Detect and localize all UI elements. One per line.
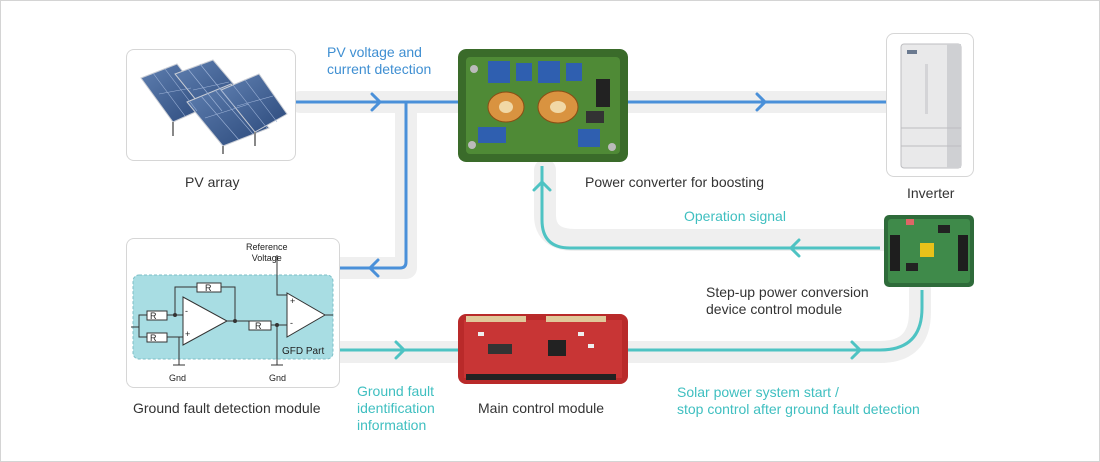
arrow-right-icon xyxy=(370,92,383,112)
track-left-vertical xyxy=(329,91,417,279)
opamp-minus-label: - xyxy=(185,306,188,316)
track-loop xyxy=(534,159,911,251)
ground-fault-label: Ground fault detection module xyxy=(133,400,321,416)
main-control-board-icon xyxy=(458,314,628,384)
power-converter-label: Power converter for boosting xyxy=(585,174,764,190)
teal-lines xyxy=(338,166,924,352)
teal-line-main-to-stepup xyxy=(628,290,924,352)
stepup-control-board xyxy=(882,213,976,289)
arrow-left-icon xyxy=(367,258,380,278)
gnd-label: Gnd xyxy=(269,373,287,383)
opamp-plus-label: + xyxy=(290,296,296,306)
power-converter-card xyxy=(458,49,628,162)
blue-line-detection-branch xyxy=(340,102,408,270)
ground-fault-info-label: Ground fault identification information xyxy=(357,383,435,433)
opamp-2-shape xyxy=(286,292,326,338)
arrow-left-icon xyxy=(788,238,801,258)
blue-lines xyxy=(296,100,886,270)
solar-start-stop-label: Solar power system start / stop control … xyxy=(677,384,920,417)
arrow-right-icon xyxy=(394,340,407,360)
pv-detection-label: PV voltage and current detection xyxy=(327,44,432,77)
arrow-up-icon xyxy=(532,179,552,192)
reference-voltage-label: Reference Voltage xyxy=(246,242,288,263)
resistor-label: R xyxy=(150,333,157,343)
teal-line-operation-signal xyxy=(540,166,880,250)
main-control-label: Main control module xyxy=(478,400,605,416)
opamp-plus-label: + xyxy=(185,329,191,339)
arrow-right-icon xyxy=(850,340,863,360)
inverter-label: Inverter xyxy=(907,185,955,201)
main-control-board xyxy=(458,314,628,384)
teal-arrowheads xyxy=(394,179,863,360)
pv-array-card xyxy=(126,49,296,161)
inverter-device-icon xyxy=(900,43,962,169)
opamp-minus-label: - xyxy=(290,318,293,328)
power-converter-board-icon xyxy=(458,49,628,162)
stepup-control-label: Step-up power conversion device control … xyxy=(706,284,869,317)
gfd-part-label: GFD Part xyxy=(282,346,325,357)
resistor-label: R xyxy=(150,311,157,321)
resistor-label: R xyxy=(205,283,212,293)
blue-arrowheads xyxy=(367,92,768,278)
gfd-circuit-schematic xyxy=(131,255,334,366)
ground-fault-card xyxy=(126,238,340,388)
arrow-right-icon xyxy=(755,92,768,112)
solar-panel-icon xyxy=(140,59,288,154)
operation-signal-label: Operation signal xyxy=(684,208,786,224)
inverter-card xyxy=(886,33,974,177)
resistor-label: R xyxy=(255,321,262,331)
control-board-icon xyxy=(884,215,974,287)
opamp-1-shape xyxy=(182,296,229,346)
gnd-label: Gnd xyxy=(169,373,187,383)
pv-array-label: PV array xyxy=(185,174,240,190)
